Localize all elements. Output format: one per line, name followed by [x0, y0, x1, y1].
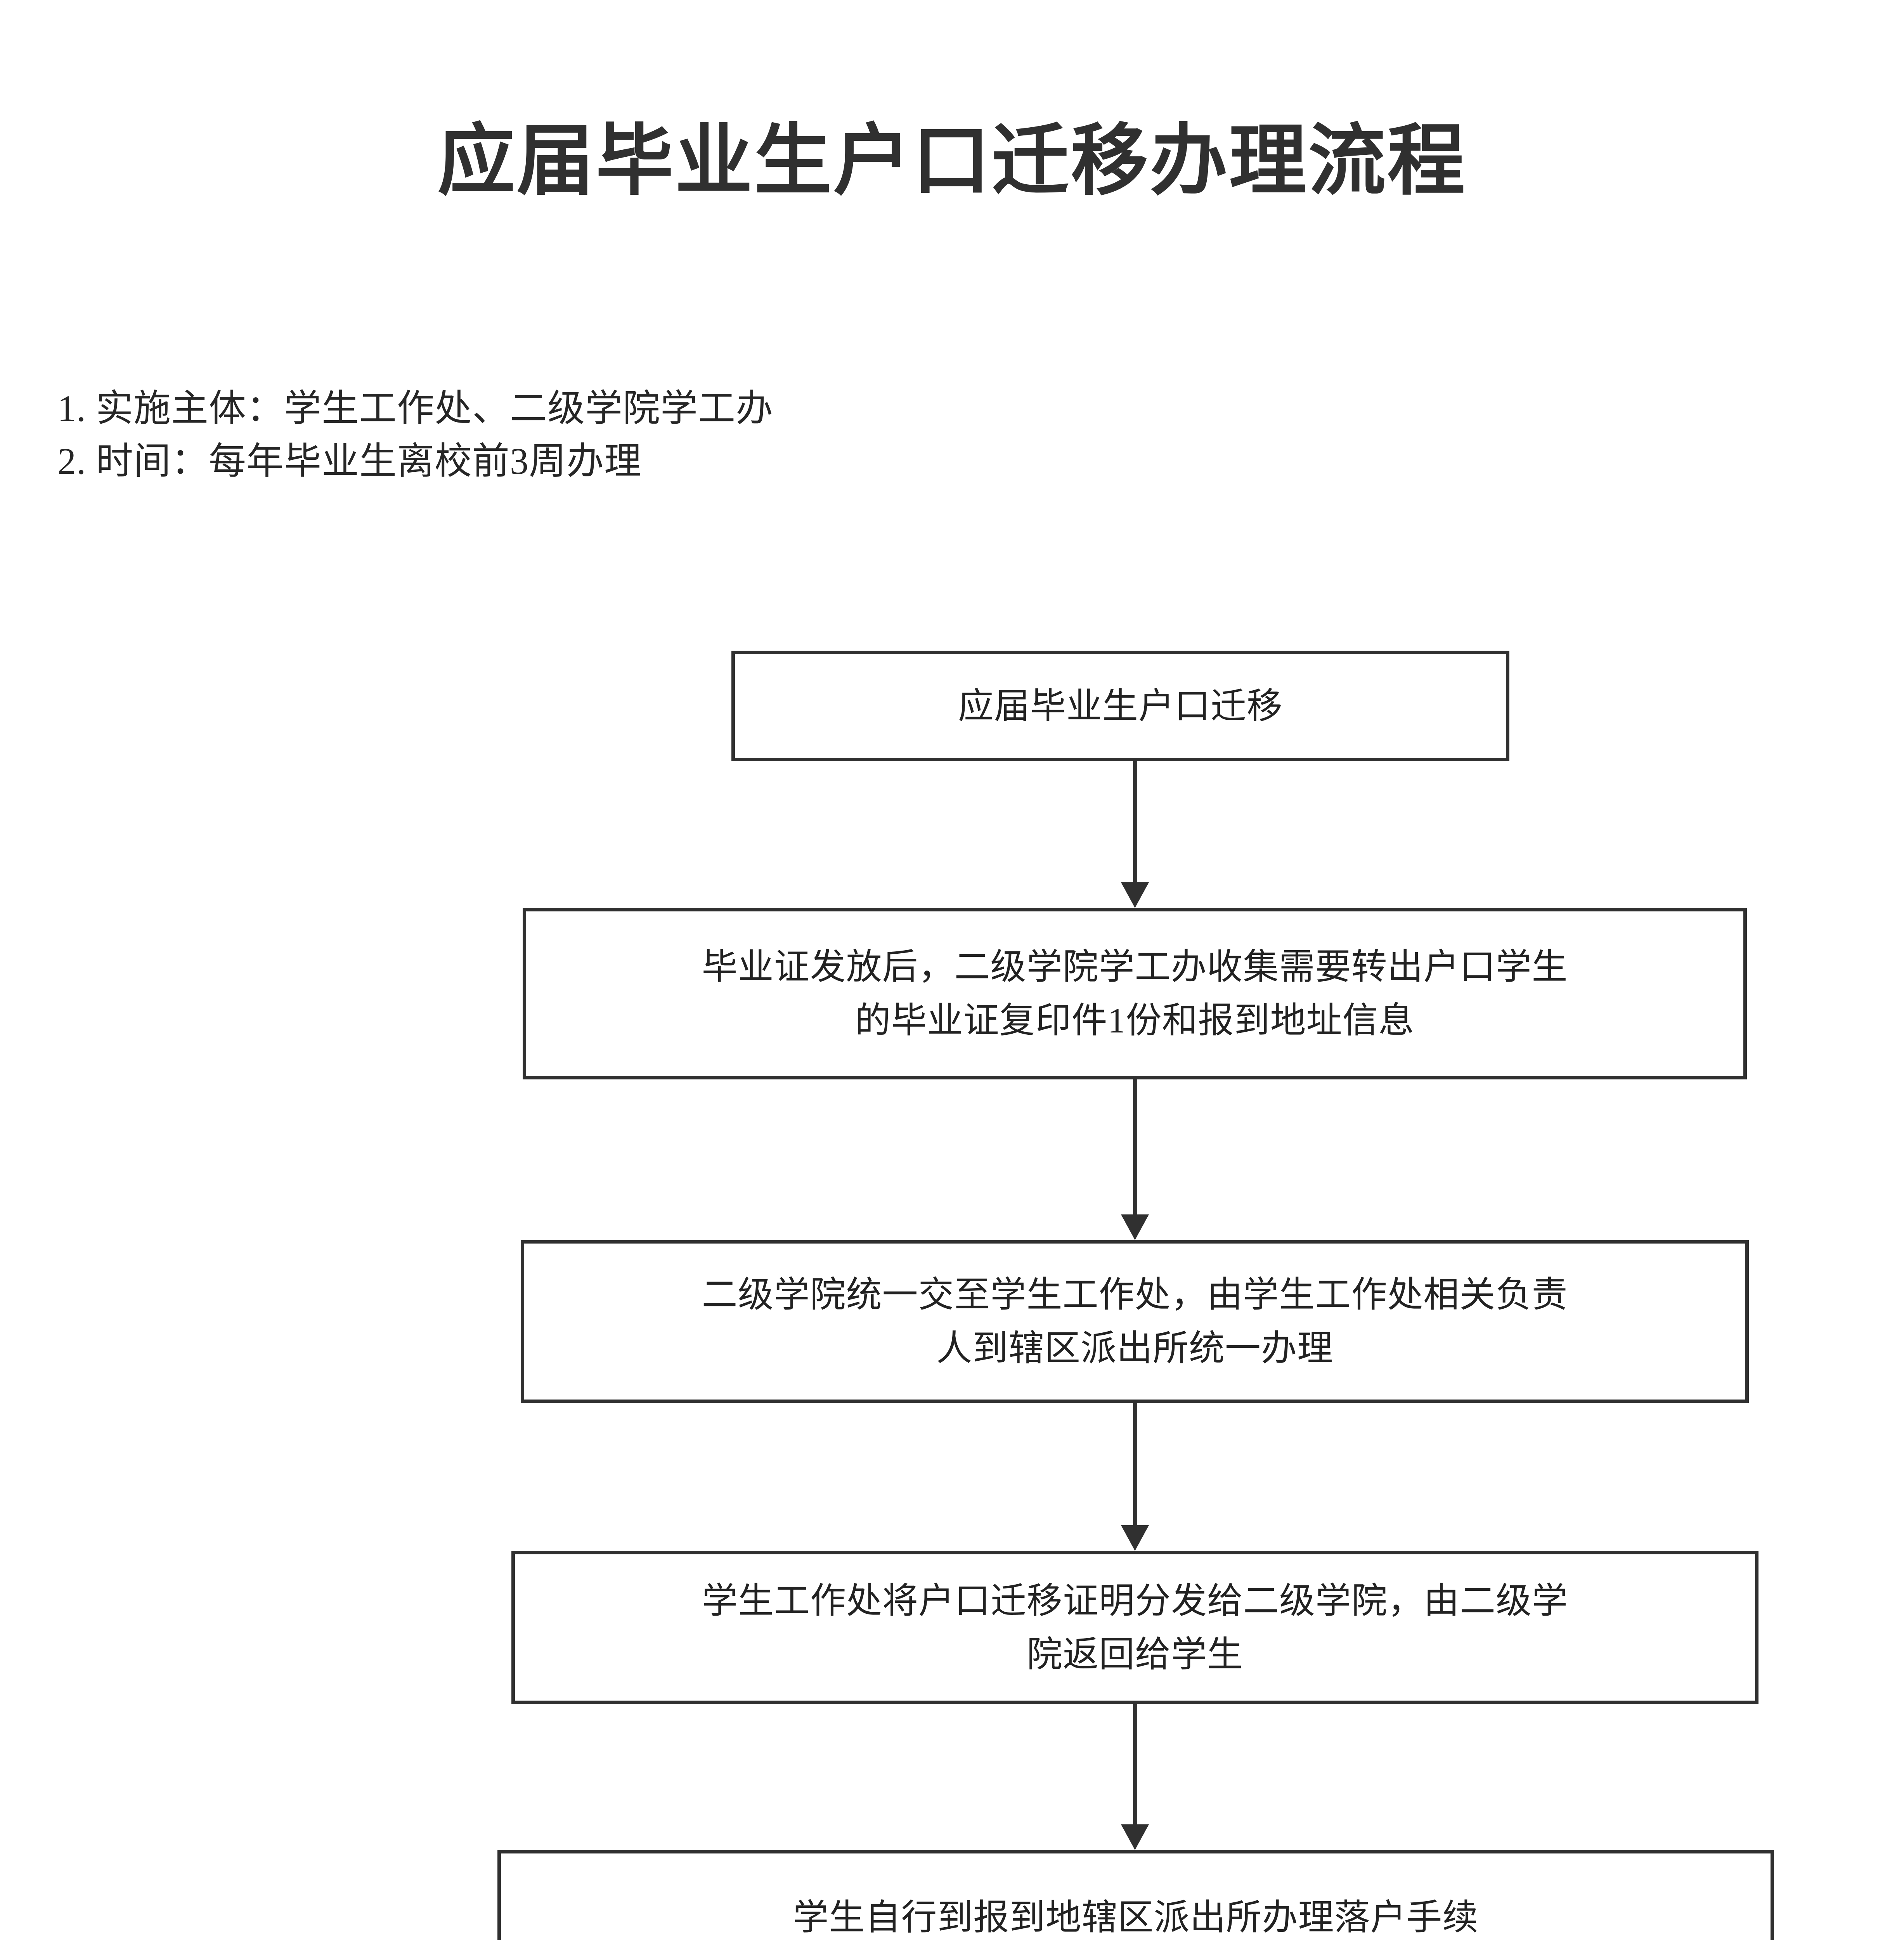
arrow-head-icon [1121, 1525, 1149, 1551]
arrow-shaft [1133, 1704, 1137, 1824]
arrow-shaft [1133, 1403, 1137, 1525]
flow-node-start-label: 应届毕业生户口迁移 [958, 686, 1283, 726]
flow-arrow-2 [1121, 1079, 1149, 1240]
arrow-head-icon [1121, 1824, 1149, 1850]
arrow-head-icon [1121, 1214, 1149, 1240]
intro-notes: 1. 实施主体：学生工作处、二级学院学工办 2. 时间：每年毕业生离校前3周办理 [57, 382, 773, 488]
flow-node-collect-documents-label: 毕业证发放后，二级学院学工办收集需要转出户口学生 的毕业证复印件1份和报到地址信… [702, 947, 1568, 1040]
flow-node-student-registers-label: 学生自行到报到地辖区派出所办理落户手续 [793, 1898, 1479, 1937]
intro-line-2: 2. 时间：每年毕业生离校前3周办理 [57, 440, 642, 482]
arrow-shaft [1133, 1079, 1137, 1214]
flow-node-distribute-certificates: 学生工作处将户口迁移证明分发给二级学院，由二级学 院返回给学生 [511, 1551, 1758, 1704]
flow-arrow-1 [1121, 761, 1149, 908]
flow-node-collect-documents: 毕业证发放后，二级学院学工办收集需要转出户口学生 的毕业证复印件1份和报到地址信… [523, 908, 1747, 1079]
flow-node-start: 应届毕业生户口迁移 [731, 651, 1509, 761]
intro-line-1: 1. 实施主体：学生工作处、二级学院学工办 [57, 388, 773, 429]
page-title: 应届毕业生户口迁移办理流程 [437, 118, 1467, 204]
flow-arrow-4 [1121, 1704, 1149, 1850]
flow-node-submit-to-police-station-label: 二级学院统一交至学生工作处，由学生工作处相关负责 人到辖区派出所统一办理 [702, 1275, 1568, 1368]
flow-node-submit-to-police-station: 二级学院统一交至学生工作处，由学生工作处相关负责 人到辖区派出所统一办理 [521, 1240, 1749, 1403]
flow-arrow-3 [1121, 1403, 1149, 1551]
arrow-head-icon [1121, 882, 1149, 908]
arrow-shaft [1133, 761, 1137, 882]
flow-node-distribute-certificates-label: 学生工作处将户口迁移证明分发给二级学院，由二级学 院返回给学生 [702, 1581, 1568, 1674]
flow-node-student-registers: 学生自行到报到地辖区派出所办理落户手续 [497, 1850, 1774, 1940]
